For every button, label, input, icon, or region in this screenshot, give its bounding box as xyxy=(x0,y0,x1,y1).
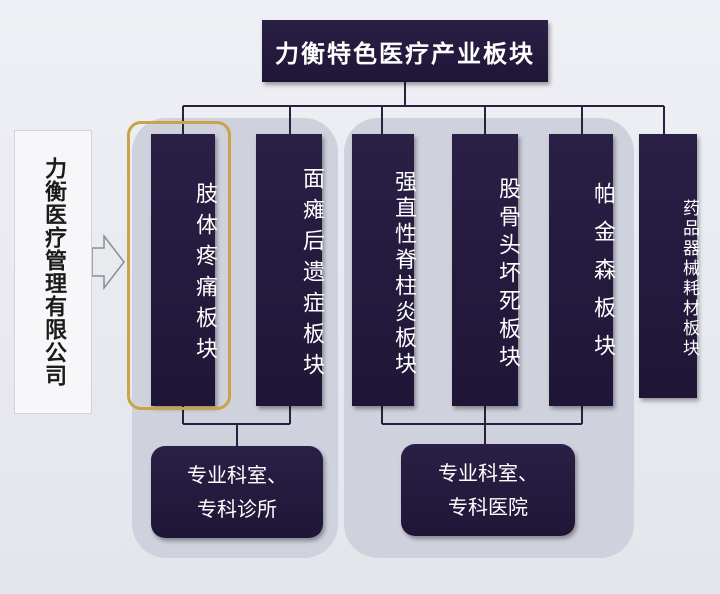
column-label: 强直性脊柱炎板块 xyxy=(391,170,416,378)
bottom-box-label: 专业科室、 专科诊所 xyxy=(187,463,287,521)
column-drugs-devices: 药品器械耗材板块 xyxy=(639,134,699,398)
column-limb-pain: 肢体疼痛板块 xyxy=(151,134,217,406)
arrow-right-icon xyxy=(91,233,125,291)
column-label: 药品器械耗材板块 xyxy=(679,199,699,359)
diagram-title-text: 力衡特色医疗产业板块 xyxy=(275,39,535,68)
column-ankylosing-spondylitis: 强直性脊柱炎板块 xyxy=(352,134,416,406)
column-label: 帕金森板块 xyxy=(590,182,615,372)
diagram-title: 力衡特色医疗产业板块 xyxy=(262,20,548,82)
column-label: 面瘫后遗症板块 xyxy=(299,166,324,384)
column-facial-paralysis: 面瘫后遗症板块 xyxy=(256,134,324,406)
column-femoral-head-necrosis: 股骨头坏死板块 xyxy=(452,134,520,406)
bottom-box-clinics: 专业科室、 专科诊所 xyxy=(151,446,323,538)
company-box: 力衡医疗管理有限公司 xyxy=(14,130,92,414)
column-label: 股骨头坏死板块 xyxy=(495,177,520,373)
company-name: 力衡医疗管理有限公司 xyxy=(41,157,66,387)
column-label: 肢体疼痛板块 xyxy=(192,182,217,368)
bottom-box-hospitals: 专业科室、 专科医院 xyxy=(401,444,575,536)
bottom-box-label: 专业科室、 专科医院 xyxy=(438,461,538,519)
column-parkinson: 帕金森板块 xyxy=(549,134,615,406)
highlight-frame xyxy=(127,121,231,410)
